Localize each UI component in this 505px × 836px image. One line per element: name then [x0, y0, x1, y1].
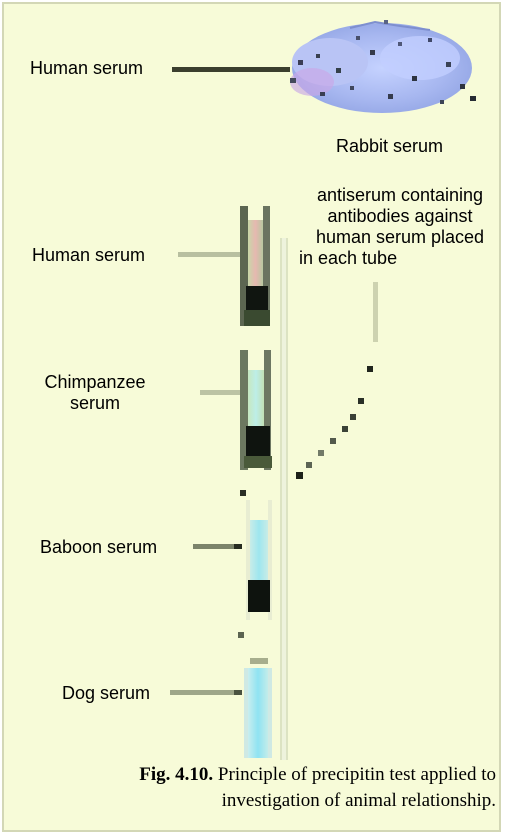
label-antiserum-line2: antibodies against: [300, 206, 500, 227]
figure-caption: Fig. 4.10. Principle of precipitin test …: [110, 762, 496, 814]
baboon-pointer: [193, 544, 241, 549]
label-antiserum-line3: human serum placed: [300, 227, 500, 248]
label-rabbit-serum: Rabbit serum: [336, 136, 443, 157]
chimpanzee-pointer: [200, 390, 240, 395]
caption-line2: investigation of animal relationship.: [110, 788, 496, 814]
rabbit-illustration: [290, 20, 476, 113]
tube-human: [240, 206, 270, 326]
label-baboon-serum: Baboon serum: [40, 537, 157, 558]
label-chimpanzee-line2: serum: [40, 393, 150, 414]
tube-dog: [238, 632, 272, 758]
label-antiserum-line4: in each tube: [299, 248, 397, 269]
tube-chimpanzee: [240, 350, 272, 470]
label-antiserum-line1: antiserum containing: [300, 185, 500, 206]
label-chimpanzee-line1: Chimpanzee: [40, 372, 150, 393]
caption-text-line2: investigation of animal relationship.: [222, 790, 496, 811]
caption-text-line1: Principle of precipitin test applied to: [218, 764, 496, 785]
label-dog-serum: Dog serum: [62, 683, 150, 704]
antiserum-pointer: [296, 282, 378, 479]
label-human-serum-top: Human serum: [30, 58, 143, 79]
human-serum-pointer: [172, 67, 290, 72]
glass-rod: [280, 238, 288, 760]
human-serum-tube-pointer: [178, 252, 240, 257]
tube-baboon: [240, 490, 272, 620]
figure-number: Fig. 4.10.: [139, 764, 213, 785]
label-human-serum-tube: Human serum: [32, 245, 145, 266]
caption-line1: Fig. 4.10. Principle of precipitin test …: [110, 762, 496, 788]
dog-pointer: [170, 690, 236, 695]
